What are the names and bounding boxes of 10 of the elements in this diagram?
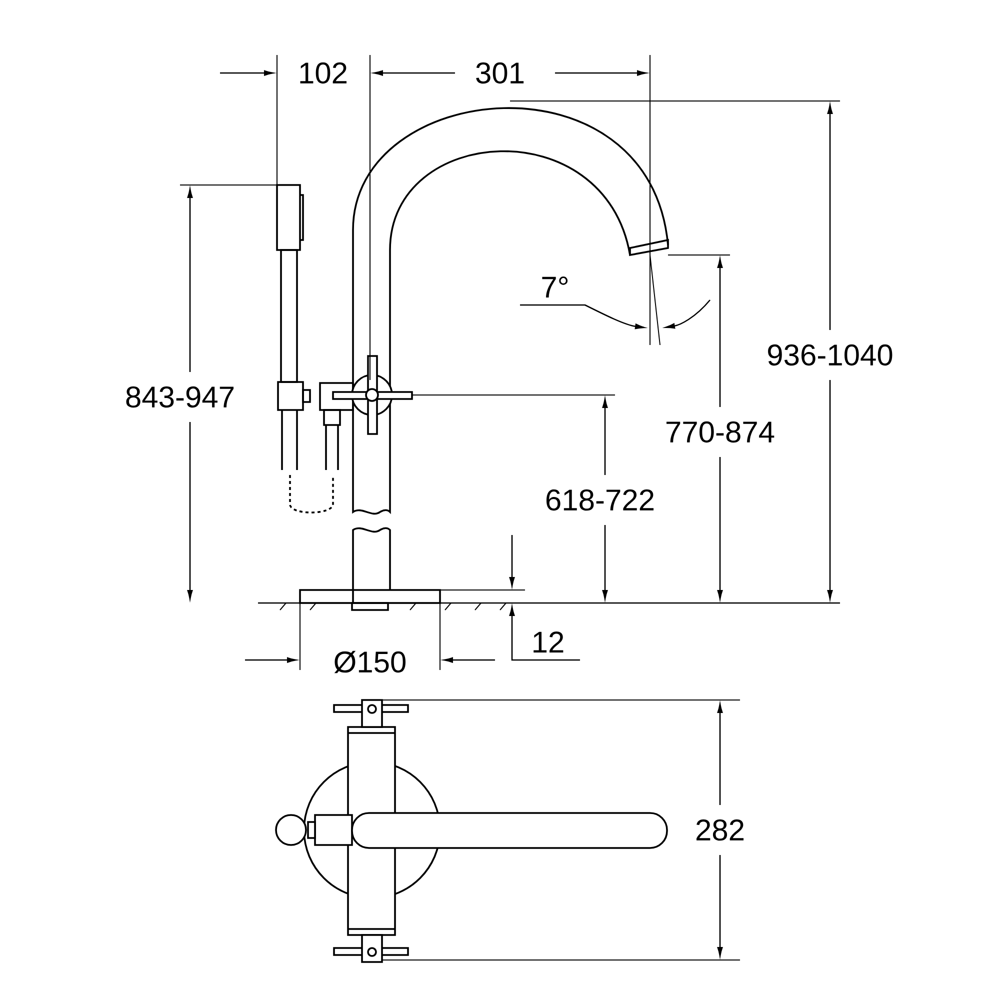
dimension-label: 770-874 xyxy=(666,421,774,443)
dimension-label: 12 xyxy=(534,632,564,652)
dimension-label: 102 xyxy=(300,62,347,84)
dimension-label: 301 xyxy=(476,62,524,84)
dimension-label: 618-722 xyxy=(546,489,654,511)
dimension-label: 843-947 xyxy=(126,386,234,408)
dimension-label: 936-1040 xyxy=(768,344,892,366)
dimension-label: Ø150 xyxy=(334,650,406,674)
dimension-label: 282 xyxy=(696,819,744,841)
dimension-label: 7° xyxy=(542,276,568,298)
